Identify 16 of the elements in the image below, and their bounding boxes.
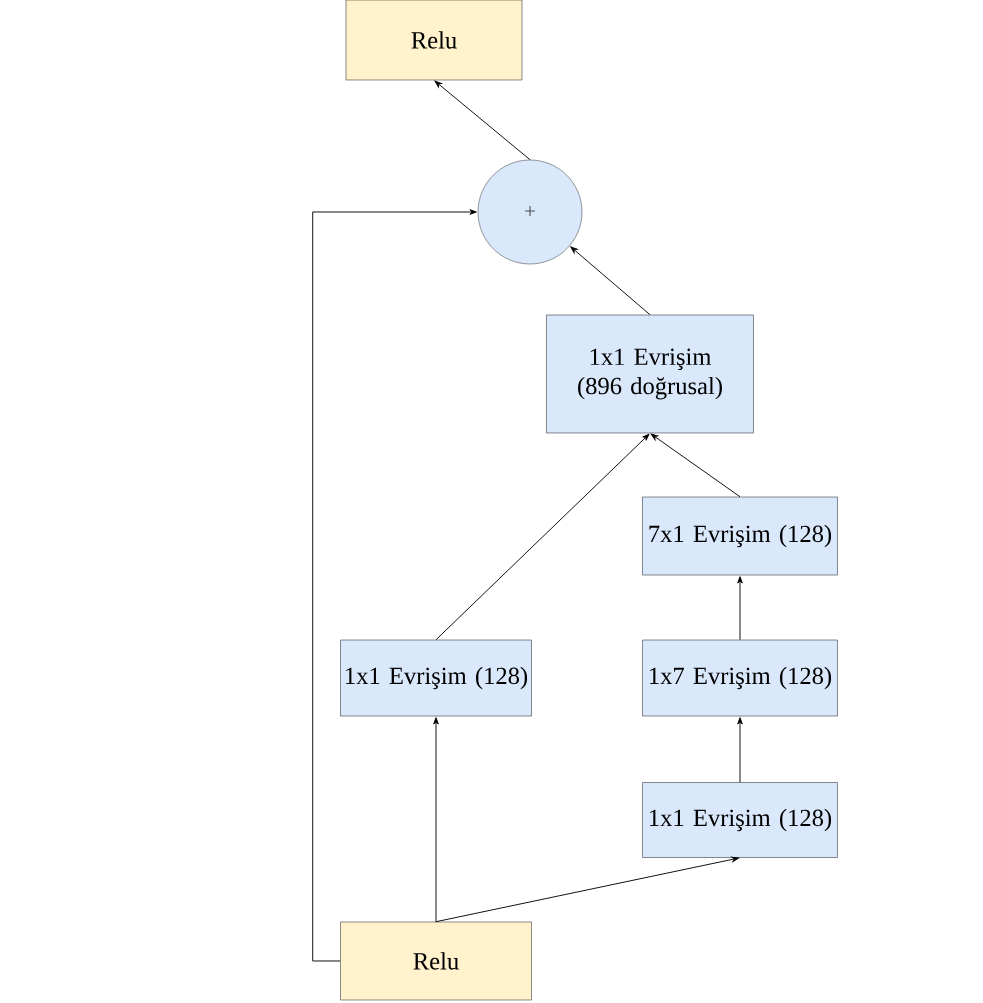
process-box: 1x7 Evrişim (128)	[642, 639, 838, 717]
process-box: 7x1 Evrişim (128)	[642, 496, 838, 576]
arrow	[435, 856, 740, 923]
arrow	[435, 433, 650, 641]
arrow	[434, 80, 531, 161]
process-box: Relu	[345, 0, 523, 81]
arrow	[737, 576, 743, 641]
arrow	[737, 717, 743, 783]
arrow	[433, 717, 439, 923]
process-box: 1x1 Evrişim (128)	[642, 782, 838, 858]
process-box: 1x1 Evrişim (128)	[340, 639, 532, 717]
arrow	[312, 209, 477, 962]
arrow	[650, 433, 741, 498]
process-box: Relu	[340, 921, 532, 1001]
process-box: 1x1 Evrişim (896 doğrusal)	[546, 314, 754, 434]
arrow	[570, 246, 651, 316]
